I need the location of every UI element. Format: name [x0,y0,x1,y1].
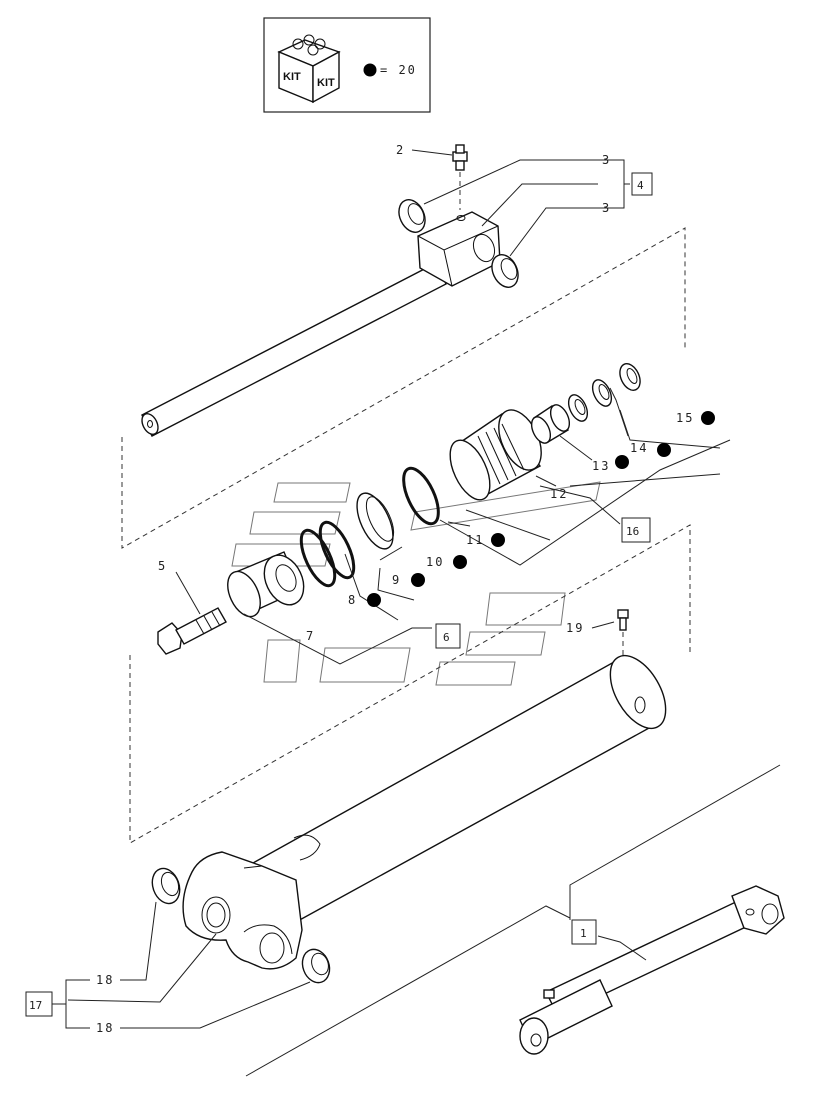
seal-ring-10 [356,492,395,550]
kit-dot-icon [363,63,377,77]
callout-9: 9 [392,573,401,587]
bushing-18-left [151,867,181,905]
leader-lines [52,149,781,1077]
kit-dot-15 [701,411,715,425]
kit-dot-14 [657,443,671,457]
kit-badge-left: KIT [283,71,301,83]
callout-16: 16 [626,525,639,538]
piston-rod [141,211,501,437]
callout-11: 11 [466,533,484,547]
callout-14: 14 [630,441,648,455]
callout-3a: 3 [602,153,611,167]
kit-equals-label: = 20 [380,63,417,77]
callout-box-1 [571,919,597,945]
callout-19: 19 [566,621,584,635]
kit-dot-13 [615,455,629,469]
callout-10: 10 [426,555,444,569]
piston [449,409,542,501]
callout-17: 17 [29,999,42,1012]
callout-4: 4 [637,179,644,192]
kit-legend: KIT KIT = 20 [263,17,431,113]
callout-3b: 3 [602,201,611,215]
kit-dot-10 [453,555,467,569]
callout-13: 13 [592,459,610,473]
assembled-cylinder [519,885,785,1055]
bolt [157,607,227,655]
callout-1: 1 [580,927,587,940]
kit-markers [367,411,715,607]
seal-rings-14 [567,379,613,422]
cylinder-barrel [182,654,667,970]
o-ring-11 [402,466,440,526]
callout-18a: 18 [96,973,114,987]
cylinder-head [227,551,305,618]
kit-dot-11 [491,533,505,547]
callout-7: 7 [306,629,315,643]
bushing-left [398,199,426,233]
callout-box-17 [25,991,53,1017]
ring-15 [619,363,641,391]
kit-dot-9 [411,573,425,587]
watermark-logo [231,481,601,686]
callout-box-4 [631,172,653,196]
callout-5: 5 [158,559,167,573]
bushing-18-right [301,948,331,984]
callout-12: 12 [550,487,568,501]
callout-2: 2 [396,143,405,157]
grease-nipple [452,144,468,210]
kit-box-icon: KIT KIT [277,34,341,104]
callout-labels: 2 3 3 4 5 6 7 8 9 10 11 12 13 14 15 16 1… [25,143,694,1035]
callout-15: 15 [676,411,694,425]
kit-badge-right: KIT [317,77,335,89]
callout-8: 8 [348,593,357,607]
callout-box-16 [621,517,651,543]
seal-ring-8 [299,520,356,588]
piston-sleeve [530,404,571,444]
callout-18b: 18 [96,1021,114,1035]
grease-nipple-19 [617,609,629,658]
bushing-right [491,254,519,288]
callout-box-6 [435,623,461,649]
kit-dot-8 [367,593,381,607]
callout-6: 6 [443,631,450,644]
